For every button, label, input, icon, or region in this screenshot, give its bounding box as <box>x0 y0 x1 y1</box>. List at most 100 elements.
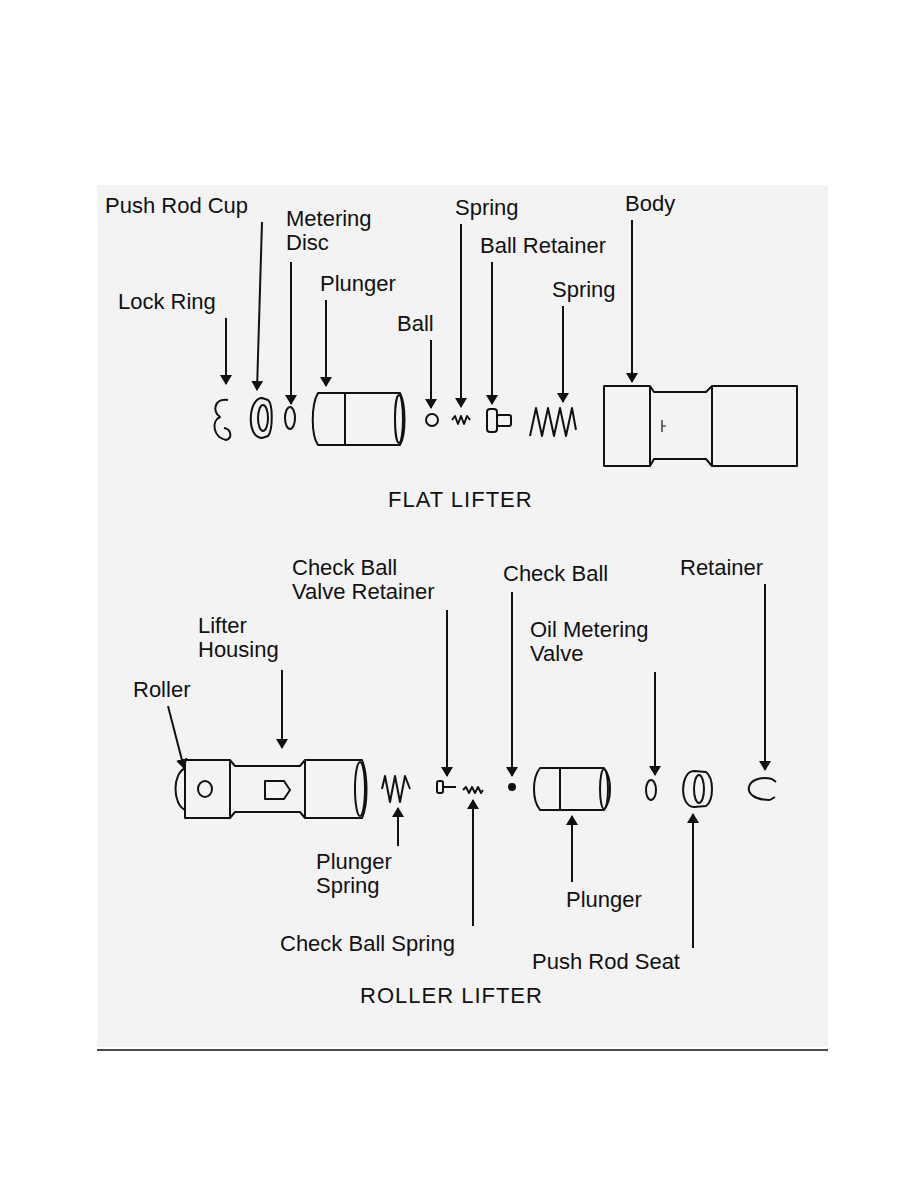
leader-line <box>631 220 633 382</box>
leader-line <box>491 262 493 404</box>
lock-ring <box>214 400 230 440</box>
leader-line <box>692 814 694 948</box>
push-rod-seat <box>694 775 704 803</box>
panel-ground <box>97 1049 828 1051</box>
leader-line <box>472 800 474 926</box>
part-label: Lock Ring <box>118 290 216 314</box>
leader-line <box>631 220 633 382</box>
leader-line <box>571 816 573 882</box>
push-rod-cup <box>258 405 268 431</box>
roller <box>198 781 212 797</box>
part-label: Retainer <box>680 556 763 580</box>
leader-line <box>168 706 184 768</box>
lifter-body <box>649 386 651 466</box>
leader-line <box>168 706 184 768</box>
leader-line <box>460 224 462 407</box>
plunger-spring <box>382 776 410 802</box>
plunger <box>313 393 405 445</box>
leader-line <box>562 306 564 402</box>
ball-retainer <box>487 409 497 432</box>
lifter-housing <box>304 760 306 818</box>
plunger <box>395 395 403 443</box>
push-rod-seat <box>683 771 712 807</box>
plunger <box>534 768 610 810</box>
check-ball-valve-retainer <box>437 781 456 793</box>
part-label: Oil Metering Valve <box>530 618 660 666</box>
leader-line <box>654 672 656 775</box>
push-rod-cup <box>251 398 272 438</box>
part-label: Roller <box>133 678 190 702</box>
roller <box>176 768 213 810</box>
lifter-housing <box>229 760 231 818</box>
leader-line <box>225 318 227 384</box>
figure-caption: ROLLER LIFTER <box>360 984 543 1008</box>
leader-line <box>491 262 493 404</box>
ball-retainer <box>497 415 511 426</box>
part-label: Plunger <box>566 888 642 912</box>
part-label: Plunger <box>320 272 396 296</box>
leader-line <box>511 592 513 776</box>
lock-ring <box>214 400 230 440</box>
lifter-body <box>604 386 797 466</box>
retainer <box>749 778 776 800</box>
leader-line <box>446 610 448 776</box>
roller <box>176 768 187 810</box>
leader-line <box>290 262 292 404</box>
part-label: Spring <box>455 196 519 220</box>
leader-line <box>764 584 766 770</box>
check-ball <box>426 414 438 426</box>
leader-line <box>225 318 227 384</box>
part-label: Check Ball Spring <box>280 932 455 956</box>
push-rod-cup <box>251 398 272 438</box>
plunger-spring <box>530 408 576 436</box>
check-ball-spring <box>463 787 483 793</box>
lifter-housing <box>265 781 290 799</box>
check-ball <box>509 784 515 790</box>
ball-spring <box>452 416 470 424</box>
part-label: Plunger Spring <box>316 850 406 898</box>
leader-line <box>571 816 573 882</box>
check-ball-spring <box>463 787 483 793</box>
leader-line <box>281 670 283 748</box>
push-rod-seat <box>683 771 712 807</box>
part-label: Check Ball <box>503 562 608 586</box>
part-label: Push Rod Cup <box>105 194 248 218</box>
plunger <box>313 393 405 445</box>
leader-line <box>446 610 448 776</box>
lifter-housing <box>355 762 365 816</box>
metering-disc <box>285 407 295 429</box>
retainer <box>749 778 776 800</box>
lifter-body <box>662 420 666 432</box>
leader-line <box>460 224 462 407</box>
oil-metering-valve <box>646 780 656 800</box>
ball-spring <box>452 416 470 424</box>
leader-line <box>430 340 432 408</box>
part-label: Body <box>625 192 675 216</box>
plunger <box>559 768 561 810</box>
leader-line <box>257 222 262 390</box>
leader-line <box>281 670 283 748</box>
metering-disc <box>285 407 295 429</box>
plunger-spring <box>382 776 410 802</box>
plunger <box>534 768 610 810</box>
part-label: Check Ball Valve Retainer <box>292 556 447 604</box>
leader-line <box>290 262 292 404</box>
lifter-housing <box>185 760 367 818</box>
leader-line <box>472 800 474 926</box>
oil-metering-valve <box>646 780 656 800</box>
part-label: Lifter Housing <box>198 614 293 662</box>
lifter-body <box>711 386 713 466</box>
leader-line <box>692 814 694 948</box>
lifter-body <box>604 386 797 466</box>
check-ball <box>509 784 515 790</box>
leader-line <box>325 300 327 386</box>
leader-line <box>562 306 564 402</box>
plunger-spring <box>530 408 576 436</box>
leader-line <box>257 222 262 390</box>
part-label: Spring <box>552 278 616 302</box>
part-label: Ball <box>397 312 434 336</box>
part-label: Metering Disc <box>286 207 386 255</box>
plunger <box>344 394 346 444</box>
part-label: Ball Retainer <box>480 234 606 258</box>
